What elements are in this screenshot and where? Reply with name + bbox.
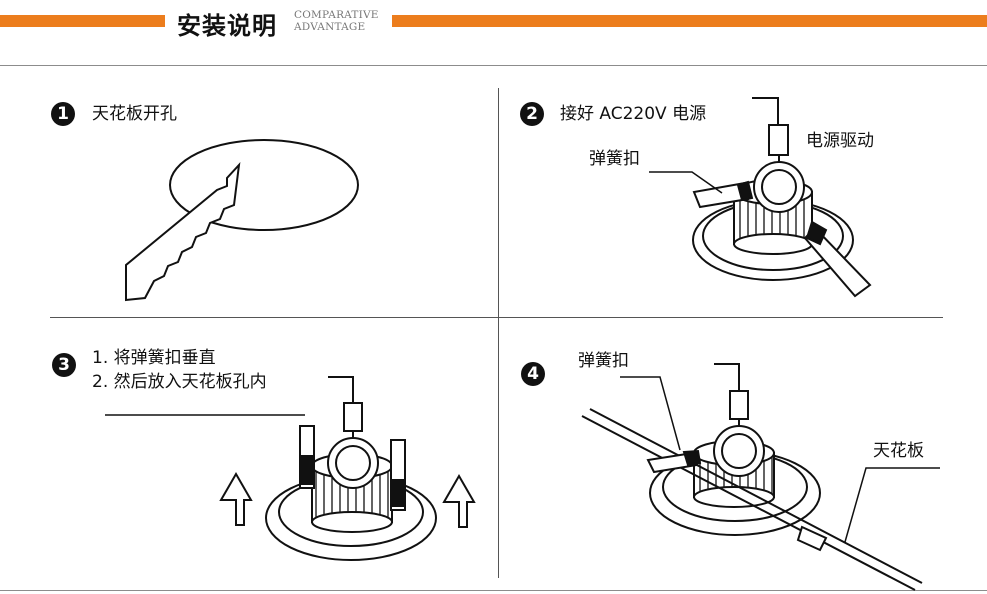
header-accent-bar-right <box>392 15 987 27</box>
ceiling-hole-outline <box>170 140 358 230</box>
step2-illustration <box>649 98 870 296</box>
ceiling-board-line <box>582 416 915 590</box>
step-2-badge: 2 <box>520 102 544 126</box>
up-arrow-right-icon <box>444 476 474 527</box>
section-subtitle: COMPARATIVE ADVANTAGE <box>294 9 379 33</box>
up-arrow-left-icon <box>221 474 251 525</box>
step-3-text-line-2: 2. 然后放入天花板孔内 <box>92 372 267 392</box>
vertical-divider <box>498 88 499 578</box>
step-4-badge: 4 <box>521 362 545 386</box>
header-accent-bar-left <box>0 15 165 27</box>
horizontal-divider <box>50 317 943 318</box>
bottom-divider <box>0 590 987 591</box>
power-cable <box>752 98 778 125</box>
label-spring-clip-step4: 弹簧扣 <box>578 351 629 371</box>
step-1-badge: 1 <box>51 102 75 126</box>
subtitle-line-2: ADVANTAGE <box>294 21 366 33</box>
step-3-text-line-1: 1. 将弹簧扣垂直 <box>92 348 216 368</box>
step-1-text: 天花板开孔 <box>92 104 177 124</box>
step4-illustration <box>582 364 940 590</box>
step-3-badge: 3 <box>52 353 76 377</box>
driver-box <box>769 125 788 155</box>
section-title: 安装说明 <box>177 12 277 40</box>
subtitle-line-1: COMPARATIVE <box>294 9 379 21</box>
saw-icon <box>126 165 239 300</box>
step1-illustration <box>126 140 358 300</box>
section-header: 安装说明 COMPARATIVE ADVANTAGE <box>0 0 987 50</box>
label-ceiling: 天花板 <box>873 441 924 461</box>
label-spring-clip: 弹簧扣 <box>589 149 640 169</box>
top-divider <box>0 65 987 66</box>
step3-illustration <box>105 377 474 560</box>
step-2-text: 接好 AC220V 电源 <box>560 104 707 124</box>
label-power-driver: 电源驱动 <box>806 131 874 151</box>
